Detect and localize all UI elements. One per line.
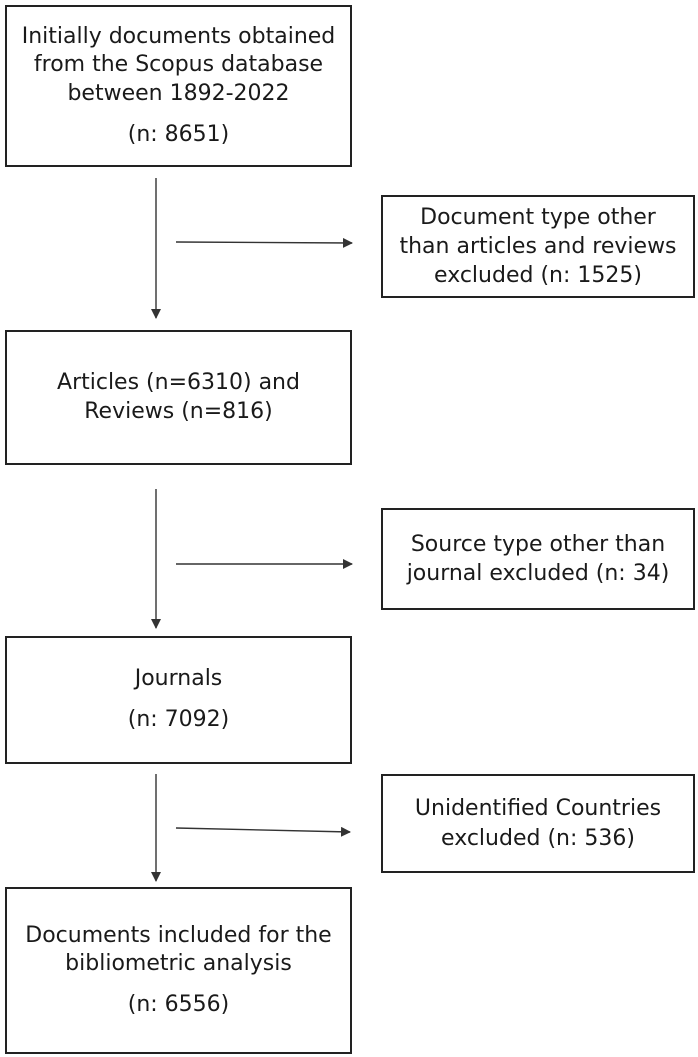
box-final-count: (n: 6556) [127, 991, 230, 1017]
box-initial-line-2: from the Scopus database [33, 52, 324, 78]
box-excluded-countries: Unidentified Countries excluded (n: 536) [381, 774, 695, 873]
box-final-line-1: Documents included for the [25, 922, 332, 948]
box-articles-line-2: Reviews (n=816) [84, 398, 273, 424]
box-journals-count: (n: 7092) [127, 707, 230, 732]
box-articles-reviews: Articles (n=6310) and Reviews (n=816) [5, 330, 352, 465]
box-initial-count: (n: 8651) [127, 121, 230, 147]
excl-countries-line-1: Unidentified Countries [414, 796, 662, 822]
box-excluded-document-type: Document type other than articles and re… [381, 195, 695, 298]
box-final-line-2: bibliometric analysis [65, 951, 292, 977]
box-journals-line-1: Journals [134, 666, 223, 692]
box-excluded-source-type: Source type other than journal excluded … [381, 508, 695, 610]
excl-document-type-line-1: Document type other [420, 204, 656, 230]
excl-source-type-line-2: journal excluded (n: 34) [406, 561, 670, 586]
box-initial-line-1: Initially documents obtained [21, 23, 336, 49]
box-articles-line-1: Articles (n=6310) and [57, 369, 300, 395]
box-initial-documents: Initially documents obtained from the Sc… [5, 5, 352, 167]
excl-countries-line-2: excluded (n: 536) [441, 825, 635, 851]
excl-source-type-line-1: Source type other than [410, 531, 666, 557]
box-journals: Journals (n: 7092) [5, 636, 352, 764]
box-documents-included: Documents included for the bibliometric … [5, 887, 352, 1054]
excl-document-type-line-2: than articles and reviews [399, 233, 677, 259]
arrow-right-1 [175, 237, 353, 248]
box-initial-line-3: between 1892-2022 [67, 81, 290, 106]
arrow-right-3 [175, 826, 351, 837]
excl-document-type-line-3: excluded (n: 1525) [434, 263, 642, 289]
